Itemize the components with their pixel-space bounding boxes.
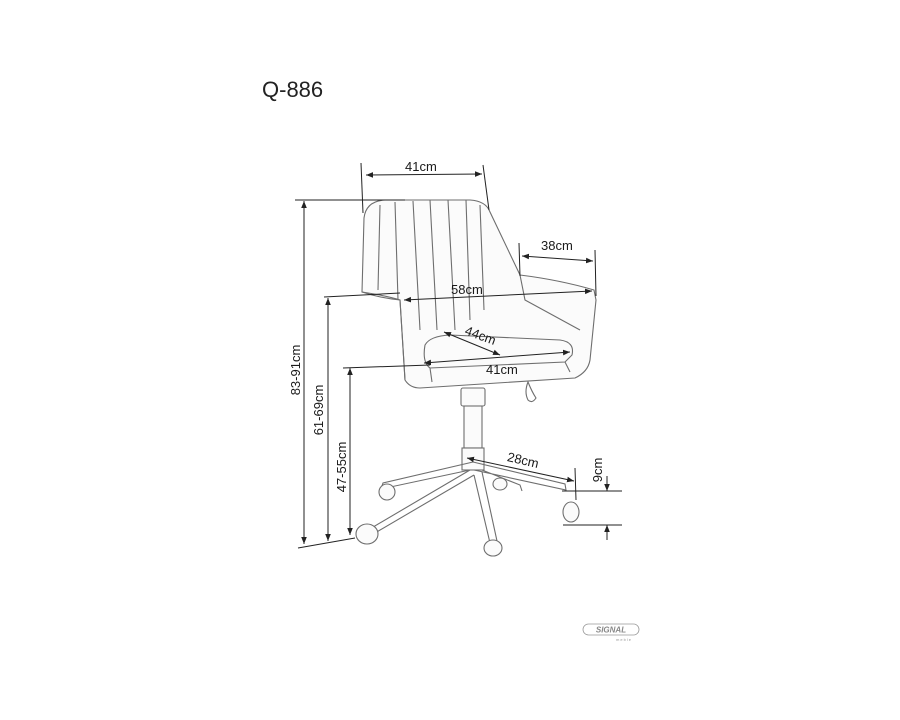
backrest-width-label: 41cm [405, 159, 437, 174]
logo-brand: SIGNAL [596, 626, 626, 635]
seat-width-label: 41cm [486, 362, 518, 377]
seat-height-label: 47-55cm [334, 442, 349, 493]
total-height-label: 83-91cm [288, 345, 303, 396]
armrest-depth-label: 38cm [541, 238, 573, 253]
caster-height-label: 9cm [590, 458, 605, 483]
product-title: Q-886 [262, 77, 323, 102]
chair-illustration [355, 199, 597, 557]
logo-sub: meble [616, 637, 632, 642]
base-radius-label: 28cm [506, 449, 540, 471]
armrest-height-label: 61-69cm [311, 385, 326, 436]
signal-logo: SIGNAL meble [582, 623, 640, 642]
overall-width-label: 58cm [451, 282, 483, 297]
dimension-lines [295, 162, 622, 549]
